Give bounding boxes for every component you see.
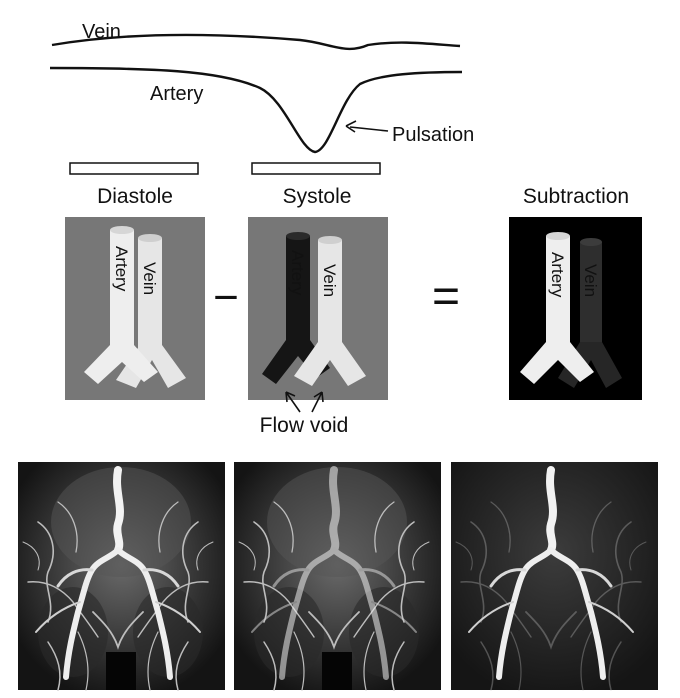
diastole-bar — [69, 162, 199, 175]
pulsation-arrow — [349, 126, 389, 132]
systole-label: Systole — [283, 185, 352, 208]
vein-wave-label: Vein — [82, 21, 121, 43]
systole-vein-label: Vein — [320, 264, 339, 297]
subtraction-panel: Artery Vein — [509, 217, 642, 400]
systole-bar — [251, 162, 381, 175]
artery-wave-label: Artery — [150, 83, 203, 105]
artery-wave-line — [49, 66, 463, 154]
subtraction-vein-label: Vein — [581, 264, 600, 297]
angiogram-systole-image — [234, 462, 441, 691]
vein-wave-line — [51, 33, 461, 51]
diastole-vein-label: Vein — [140, 262, 159, 295]
minus-sign: − — [213, 273, 239, 322]
flow-void-label: Flow void — [260, 414, 349, 437]
equals-sign: = — [432, 270, 460, 323]
diastole-label: Diastole — [97, 185, 173, 208]
diastole-panel: Artery Vein — [65, 217, 205, 400]
waveform: Vein Artery Pulsation — [49, 21, 474, 154]
systole-panel: Artery Vein — [248, 217, 388, 400]
subtraction-artery-label: Artery — [548, 252, 567, 298]
flow-void-annotation: Flow void — [260, 391, 349, 437]
systole-artery-label: Artery — [288, 250, 307, 296]
angiogram-diastole-image — [18, 462, 225, 691]
subtraction-label: Subtraction — [523, 185, 629, 208]
angiogram-subtraction-image — [451, 462, 658, 691]
pulsation-arrow-head — [345, 120, 357, 133]
pulsation-label: Pulsation — [392, 124, 474, 146]
diastole-artery-label: Artery — [112, 246, 131, 292]
